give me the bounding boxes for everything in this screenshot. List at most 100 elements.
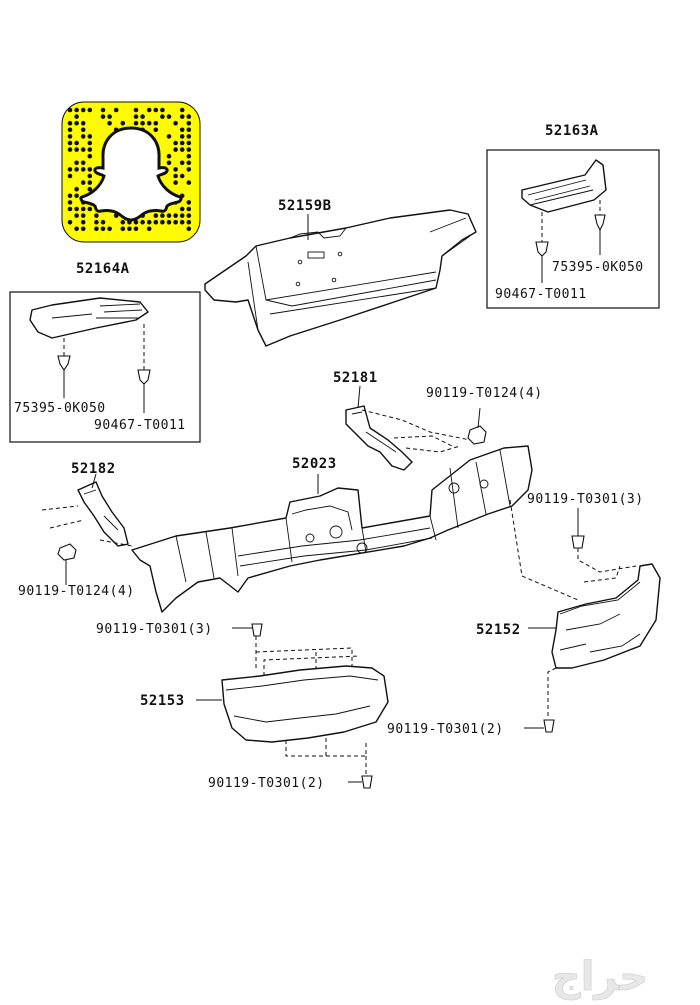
snapcode-dot <box>166 160 172 166</box>
snapcode-dot <box>186 200 192 205</box>
snapcode-dot <box>67 140 73 146</box>
snapcode-dot <box>80 160 86 166</box>
label-90119-T0301-right-2: 90119-T0301(2) <box>387 722 504 737</box>
snapcode-dot <box>179 206 185 212</box>
snapcode-dot <box>179 173 185 179</box>
snapcode-dot <box>80 134 86 139</box>
snapcode-dot <box>120 120 126 126</box>
snapcode-dot <box>153 127 159 133</box>
part-52153-bumper-left <box>196 623 389 789</box>
snapcode-dot <box>179 114 185 119</box>
snapcode-dot <box>74 226 79 232</box>
snapcode-dot <box>67 206 73 212</box>
snapcode-dot <box>153 219 159 225</box>
snapcode-dot <box>87 206 93 212</box>
label-90467-left: 90467-T0011 <box>94 418 186 433</box>
label-52159B: 52159B <box>278 198 332 214</box>
snapcode-dot <box>94 226 99 232</box>
snapcode-dot <box>67 219 73 225</box>
snapcode-dot <box>67 173 73 179</box>
snapcode-dot <box>94 219 99 225</box>
label-52164A: 52164A <box>76 261 130 277</box>
snapcode-dot <box>179 147 185 152</box>
snapcode-dot <box>186 134 192 139</box>
snapcode-dot <box>67 167 73 172</box>
rivet-90467-right <box>535 241 549 257</box>
snapcode-dot <box>74 107 79 113</box>
snapcode-dot <box>67 147 73 152</box>
snapcode-dot <box>74 193 79 199</box>
snapcode-dot <box>166 134 172 139</box>
snapcode-dot <box>80 180 86 185</box>
snapcode-dot <box>120 226 126 232</box>
snapcode-dot <box>87 153 93 159</box>
snapcode-dot <box>186 114 192 119</box>
snapcode-dot <box>133 107 139 113</box>
snapcode-dot <box>186 127 192 133</box>
label-90119-T0301-bottom: 90119-T0301(2) <box>208 776 325 791</box>
snapcode-dot <box>94 213 99 218</box>
snapcode-dot <box>80 167 86 172</box>
label-90467-right: 90467-T0011 <box>495 287 587 302</box>
snapcode-dot <box>146 226 152 232</box>
snapcode-dot <box>67 127 73 133</box>
snapcode-dot <box>186 160 192 166</box>
snapcode-dot <box>173 219 178 225</box>
snapcode-dot <box>140 219 145 225</box>
snapcode-dot <box>140 120 145 126</box>
snapcode-dot <box>186 219 192 225</box>
snapcode-dot <box>113 107 119 113</box>
snapcode-dot <box>127 226 132 232</box>
snapcode-dot <box>140 114 145 119</box>
inset-52163A <box>486 149 660 309</box>
snapcode-dot <box>87 180 93 185</box>
snapcode-dot <box>74 206 79 212</box>
label-90119-T0301-right-3: 90119-T0301(3) <box>527 492 644 507</box>
snapcode-dot <box>186 206 192 212</box>
snapcode-dot <box>179 213 185 218</box>
snapcode-dot <box>74 114 79 119</box>
snapcode-dot <box>107 226 112 232</box>
snapcode-dot <box>67 120 73 126</box>
label-52182: 52182 <box>71 461 116 477</box>
snapcode-dot <box>146 219 152 225</box>
snapcode-dot <box>166 213 172 218</box>
snapcode-dot <box>179 219 185 225</box>
bolt-90119-T0301-right-bottom <box>543 719 555 733</box>
snapcode-dot <box>173 167 178 172</box>
label-52181: 52181 <box>333 370 378 386</box>
snapcode-dot <box>74 140 79 146</box>
snapcode-dot <box>153 120 159 126</box>
snapcode-dot <box>80 127 86 133</box>
snapcode-dot <box>100 114 106 119</box>
snapcode-dot <box>87 134 93 139</box>
snapcode-dot <box>80 219 86 225</box>
snapcode-dot <box>160 114 165 119</box>
snapcode-dot <box>160 213 165 218</box>
snapcode-dot <box>74 147 79 152</box>
snapcode-dot <box>166 219 172 225</box>
snapcode-dot <box>80 120 86 126</box>
snapcode-dot <box>179 134 185 139</box>
snapcode-dot <box>186 120 192 126</box>
snapcode-logo <box>61 101 201 243</box>
snapcode-dot <box>186 147 192 152</box>
snapcode-dot <box>173 173 178 179</box>
snapcode-dot <box>146 120 152 126</box>
snapcode-dot <box>87 147 93 152</box>
rivet-90467-left <box>137 369 151 385</box>
snapcode-dot <box>173 147 178 152</box>
snapcode-dot <box>80 107 86 113</box>
snapcode-dot <box>80 147 86 152</box>
snapcode-dot <box>153 213 159 218</box>
snapcode-dot <box>179 140 185 146</box>
label-52152: 52152 <box>476 622 521 638</box>
snapcode-dot <box>186 167 192 172</box>
snapcode-dot <box>67 193 73 199</box>
part-labels: 52163A 75395-0K050 90467-T0011 52159B 52… <box>14 123 644 791</box>
label-90119-T0301-center: 90119-T0301(3) <box>96 622 213 637</box>
snapcode-dot <box>173 213 178 218</box>
bolt-90119-T0301-right-top <box>571 535 585 549</box>
